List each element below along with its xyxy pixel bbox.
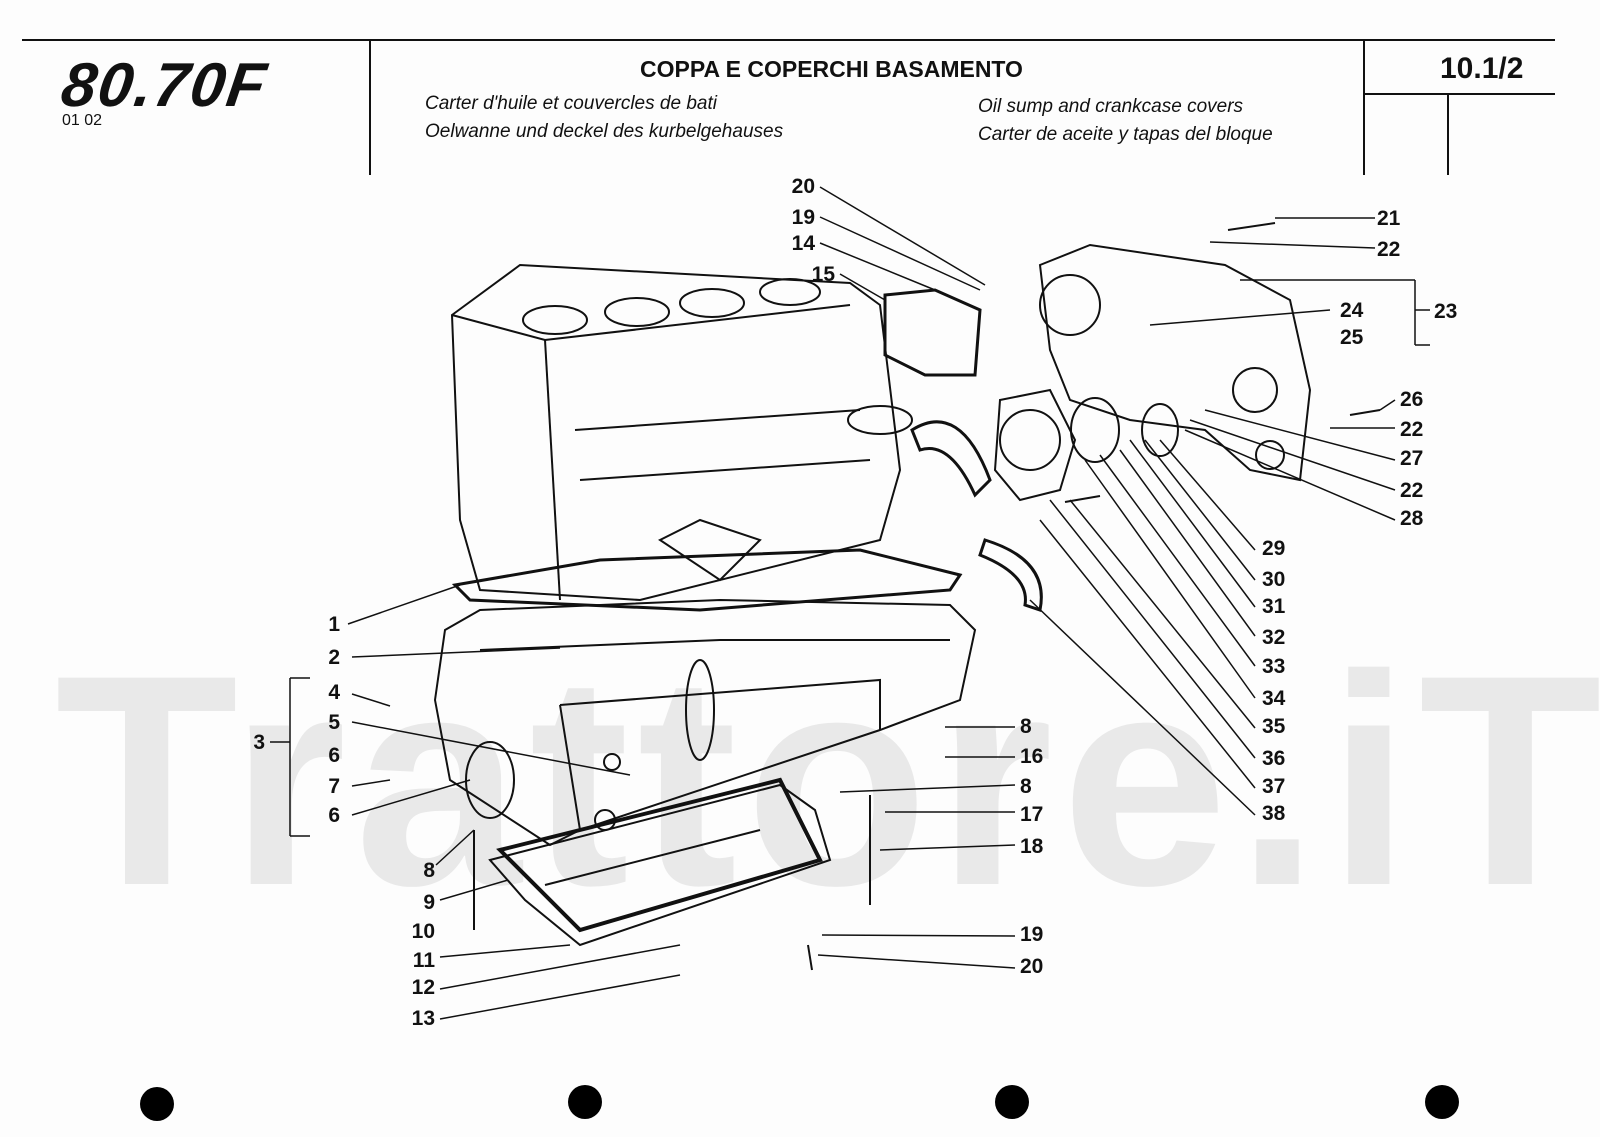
binder-hole xyxy=(140,1087,174,1121)
title-es: Carter de aceite y tapas del bloque xyxy=(978,124,1273,145)
title-de: Oelwanne und deckel des kurbelgehauses xyxy=(425,121,784,142)
callout-36: 36 xyxy=(1262,747,1286,770)
callout-18: 18 xyxy=(1020,835,1044,858)
callout-30: 30 xyxy=(1262,568,1286,591)
callout-34: 34 xyxy=(1262,687,1286,710)
crankcase-body xyxy=(433,598,977,847)
callout-19: 19 xyxy=(791,206,815,229)
callout-15: 15 xyxy=(811,263,835,286)
callout-21: 21 xyxy=(1377,207,1401,230)
binder-hole xyxy=(1425,1085,1459,1119)
front-cover xyxy=(1038,243,1312,482)
callout-20b: 20 xyxy=(1020,955,1044,978)
callout-17: 17 xyxy=(1020,803,1044,826)
callout-35: 35 xyxy=(1262,715,1286,738)
leader-lines xyxy=(270,186,1430,1020)
callout-11: 11 xyxy=(412,949,435,972)
binder-hole xyxy=(568,1085,602,1119)
callout-3: 3 xyxy=(253,731,265,754)
title-fr: Carter d'huile et couvercles de bati xyxy=(425,93,717,114)
callout-25: 25 xyxy=(1340,326,1364,349)
callout-7: 7 xyxy=(328,775,340,798)
bolts xyxy=(473,222,1381,971)
callout-37: 37 xyxy=(1262,775,1286,798)
callout-8b: 8 xyxy=(1020,715,1032,738)
header-frame xyxy=(22,39,1555,175)
binder-hole xyxy=(995,1085,1029,1119)
callout-23: 23 xyxy=(1434,300,1458,323)
page-title: COPPA E COPERCHI BASAMENTO xyxy=(640,56,1023,82)
callout-5: 5 xyxy=(328,711,340,734)
callout-38: 38 xyxy=(1262,802,1286,825)
callout-31: 31 xyxy=(1262,595,1286,618)
callout-4: 4 xyxy=(328,681,340,704)
callout-14: 14 xyxy=(791,232,815,255)
callout-1: 1 xyxy=(328,613,340,636)
callout-9: 9 xyxy=(423,891,435,914)
engine-block xyxy=(450,263,913,602)
rear-cover xyxy=(883,288,982,377)
gasket-top xyxy=(451,548,963,612)
half-gasket-upper xyxy=(910,420,992,498)
callout-2: 2 xyxy=(328,646,340,669)
oil-pan xyxy=(488,777,832,947)
seal-housing xyxy=(993,388,1179,502)
callout-6b: 6 xyxy=(328,804,340,827)
watermark: Trattore.iT xyxy=(55,612,1600,948)
callout-22b: 22 xyxy=(1400,418,1424,441)
callout-22c: 22 xyxy=(1400,479,1424,502)
callout-8c: 8 xyxy=(1020,775,1032,798)
date-code: 01 02 xyxy=(62,112,103,129)
half-gasket-lower xyxy=(978,538,1043,612)
callout-29: 29 xyxy=(1262,537,1286,560)
callout-8: 8 xyxy=(423,859,435,882)
callout-28: 28 xyxy=(1400,507,1424,530)
model-logo: 80.70F xyxy=(57,51,272,120)
callout-26: 26 xyxy=(1400,388,1424,411)
title-en: Oil sump and crankcase covers xyxy=(978,96,1244,117)
callout-33: 33 xyxy=(1262,655,1286,678)
callout-32: 32 xyxy=(1262,626,1286,649)
callout-24: 24 xyxy=(1340,299,1364,322)
callout-6a: 6 xyxy=(328,744,340,767)
callout-22a: 22 xyxy=(1377,238,1401,261)
page-ref: 10.1/2 xyxy=(1440,52,1524,85)
callout-10: 10 xyxy=(411,920,435,943)
callout-27: 27 xyxy=(1400,447,1424,470)
callout-16: 16 xyxy=(1020,745,1044,768)
callout-13: 13 xyxy=(411,1007,435,1030)
callout-19b: 19 xyxy=(1020,923,1044,946)
callout-12: 12 xyxy=(411,976,435,999)
callout-20: 20 xyxy=(791,175,815,198)
